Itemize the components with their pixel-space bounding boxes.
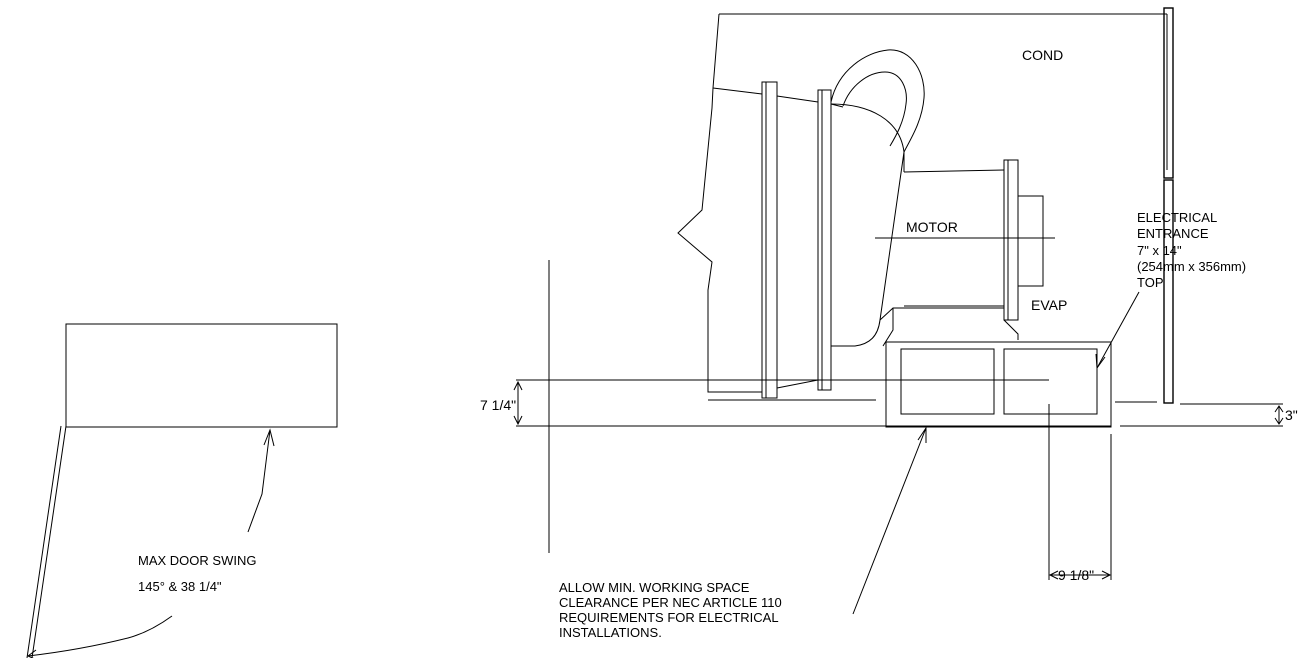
door-swing-leader-arrow <box>263 428 275 447</box>
dim-3-arrow-bottom <box>1274 417 1284 425</box>
swing-arrowhead <box>27 649 37 658</box>
electrical-label-1: ELECTRICAL <box>1137 210 1217 225</box>
motor-support <box>879 307 1019 347</box>
working-space-label-2: CLEARANCE PER NEC ARTICLE 110 <box>559 595 782 610</box>
chiller-side-view: MOTOR COND EVAP ELECTRICAL ENTRANCE 7" x… <box>480 7 1298 640</box>
cond-label: COND <box>1022 47 1063 63</box>
door-swing-view: MAX DOOR SWING 145° & 38 1/4" <box>26 323 338 658</box>
volute-inner <box>842 71 907 147</box>
volute-outer <box>830 49 925 153</box>
dim-7-arrow-top <box>513 380 523 391</box>
starter-enclosure <box>885 341 1112 428</box>
shell-break-bottom <box>776 379 819 389</box>
starter-panel <box>65 323 338 428</box>
working-space-label-4: INSTALLATIONS. <box>559 625 662 640</box>
electrical-label-2: ENTRANCE <box>1137 226 1209 241</box>
dim-9-1-8-label: 9 1/8" <box>1058 567 1094 583</box>
cond-tube-sheet <box>1163 7 1174 179</box>
working-space-leader <box>852 427 927 615</box>
motor-terminal-box <box>1017 195 1044 287</box>
dim-7-1-4-label: 7 1/4" <box>480 397 516 413</box>
door-leaf-inner <box>31 425 67 658</box>
electrical-label-5: TOP <box>1137 275 1164 290</box>
door-swing-label-1: MAX DOOR SWING <box>138 553 256 568</box>
dim-9-arrow-left <box>1048 570 1059 580</box>
door-leaf-outer <box>26 425 62 658</box>
compressor-flange-1 <box>761 81 778 399</box>
working-space-leader-arrow <box>917 426 927 443</box>
door-swing-label-2: 145° & 38 1/4" <box>138 579 222 594</box>
working-space-label-3: REQUIREMENTS FOR ELECTRICAL <box>559 610 779 625</box>
electrical-label-4: (254mm x 356mm) <box>1137 259 1246 274</box>
swing-arc <box>27 615 173 657</box>
motor-label: MOTOR <box>906 219 958 235</box>
dim-9-arrow-right <box>1101 570 1112 580</box>
compressor-body-top <box>830 103 905 172</box>
condenser-shell <box>677 13 1167 393</box>
evap-label: EVAP <box>1031 297 1067 313</box>
door-swing-leader <box>247 429 271 533</box>
motor-body <box>903 169 1005 307</box>
compressor-flange-2 <box>817 89 832 391</box>
starter-window-left <box>900 348 995 415</box>
motor-end-flange <box>1003 159 1019 321</box>
electrical-leader <box>1096 291 1140 369</box>
evap-tube-sheet <box>1163 179 1174 404</box>
starter-window-right <box>1003 348 1098 415</box>
electrical-label-3: 7" x 14" <box>1137 243 1182 258</box>
dim-3-label: 3" <box>1285 407 1298 423</box>
dim-7-arrow-bottom <box>513 415 523 426</box>
shell-break-top <box>712 87 844 108</box>
compressor-body-front <box>831 151 905 347</box>
working-space-label-1: ALLOW MIN. WORKING SPACE <box>559 580 750 595</box>
dim-3-arrow-top <box>1274 405 1284 413</box>
